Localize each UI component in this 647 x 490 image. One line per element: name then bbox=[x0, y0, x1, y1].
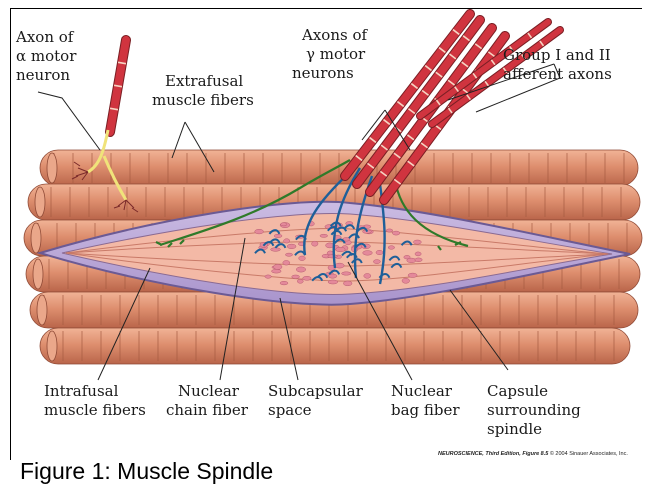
label-line: Nuclear bbox=[391, 382, 453, 400]
nucleus bbox=[328, 280, 338, 284]
label-intrafusal: Intrafusal muscle fibers bbox=[44, 382, 146, 419]
nucleus bbox=[407, 258, 416, 263]
nucleus bbox=[287, 244, 296, 249]
label-line: chain fiber bbox=[166, 401, 249, 419]
nucleus bbox=[274, 234, 282, 237]
label-extrafusal: Extrafusal muscle fibers bbox=[152, 72, 254, 109]
label-line: surrounding bbox=[487, 401, 581, 419]
label-group-afferent: Group I and II afferent axons bbox=[503, 46, 612, 83]
nucleus bbox=[272, 269, 282, 273]
nucleus bbox=[320, 234, 328, 237]
nucleus bbox=[265, 275, 271, 278]
label-line: α motor bbox=[16, 47, 77, 65]
nucleus bbox=[283, 261, 290, 266]
nucleus bbox=[281, 223, 287, 226]
nucleus bbox=[285, 253, 292, 256]
nucleus bbox=[363, 251, 373, 256]
nucleus bbox=[335, 263, 344, 268]
nucleus bbox=[414, 240, 422, 244]
label-capsule: Capsule surrounding spindle bbox=[487, 382, 581, 438]
nucleus bbox=[274, 264, 282, 269]
nucleus bbox=[342, 272, 351, 275]
nucleus bbox=[271, 248, 281, 252]
nucleus bbox=[415, 252, 421, 256]
label-line: Axon of bbox=[15, 28, 75, 46]
nucleus bbox=[284, 239, 290, 243]
nucleus bbox=[312, 241, 318, 246]
nucleus bbox=[292, 275, 300, 279]
extrafusal-fiber-row bbox=[40, 150, 638, 186]
figure-credit: NEUROSCIENCE, Third Edition, Figure 8.5 … bbox=[438, 450, 628, 457]
label-line: muscle fibers bbox=[152, 91, 254, 109]
label-line: bag fiber bbox=[391, 401, 460, 419]
nucleus bbox=[328, 255, 338, 258]
label-line: Axons of bbox=[301, 26, 368, 44]
label-line: Nuclear bbox=[178, 382, 240, 400]
nucleus bbox=[364, 274, 371, 279]
label-line: neuron bbox=[16, 66, 70, 84]
nucleus bbox=[373, 260, 380, 264]
nucleus bbox=[392, 231, 399, 235]
alpha-motor-axon bbox=[110, 40, 126, 132]
nucleus bbox=[255, 229, 264, 234]
nucleus bbox=[303, 276, 311, 280]
label-line: afferent axons bbox=[503, 65, 612, 83]
label-line: Intrafusal bbox=[44, 382, 119, 400]
extrafusal-fiber-row bbox=[40, 328, 630, 364]
label-subcapsular: Subcapsular space bbox=[268, 382, 364, 419]
label-nuclear-bag: Nuclear bag fiber bbox=[391, 382, 460, 419]
label-line: γ motor bbox=[306, 45, 366, 63]
credit-book: NEUROSCIENCE, Third Edition, Figure 8.5 bbox=[438, 451, 549, 457]
label-line: space bbox=[268, 401, 312, 419]
label-line: spindle bbox=[487, 420, 542, 438]
label-line: Subcapsular bbox=[268, 382, 364, 400]
figure-caption: Figure 1: Muscle Spindle bbox=[20, 458, 273, 484]
nucleus bbox=[386, 229, 393, 232]
label-line: Extrafusal bbox=[165, 72, 243, 90]
label-nuclear-chain: Nuclear chain fiber bbox=[166, 382, 249, 419]
nucleus bbox=[296, 267, 305, 272]
nucleus bbox=[376, 250, 383, 254]
label-line: Capsule bbox=[487, 382, 548, 400]
label-line: neurons bbox=[292, 64, 354, 82]
label-axon-alpha: Axon of α motor neuron bbox=[15, 28, 77, 84]
credit-rest: © 2004 Sinauer Associates, Inc. bbox=[548, 450, 628, 457]
label-line: Group I and II bbox=[503, 46, 611, 64]
nucleus bbox=[299, 256, 306, 261]
nucleus bbox=[297, 279, 303, 283]
nucleus bbox=[402, 278, 410, 283]
label-line: muscle fibers bbox=[44, 401, 146, 419]
nucleus bbox=[388, 246, 394, 250]
nucleus bbox=[343, 281, 352, 286]
nucleus bbox=[408, 273, 417, 277]
nucleus bbox=[280, 281, 288, 285]
label-axons-gamma: Axons of γ motor neurons bbox=[292, 26, 368, 82]
nucleus bbox=[336, 247, 346, 252]
axon-segment bbox=[110, 40, 126, 132]
nucleus bbox=[415, 258, 422, 262]
